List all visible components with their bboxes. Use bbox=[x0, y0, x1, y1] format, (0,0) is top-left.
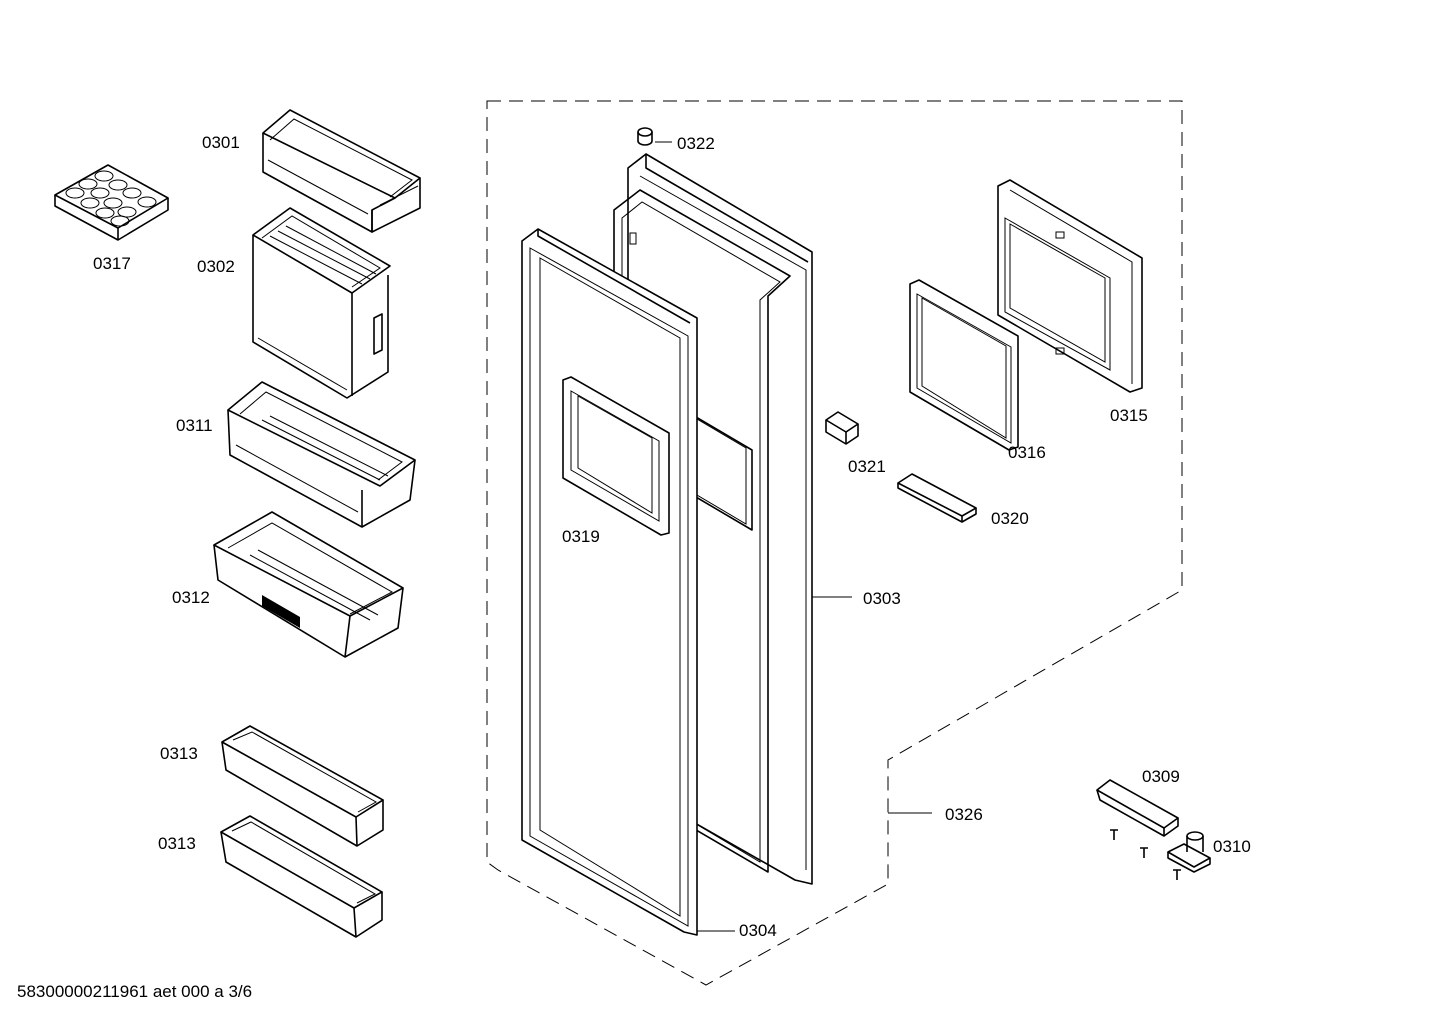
part-label-0312: 0312 bbox=[172, 588, 210, 607]
door-bin-lower-part bbox=[220, 815, 383, 938]
hinge-pin-part bbox=[1167, 831, 1211, 873]
door-bin-upper-part bbox=[221, 725, 384, 847]
part-label-0321: 0321 bbox=[848, 457, 886, 476]
shelf-box-part bbox=[262, 109, 421, 233]
screws bbox=[1110, 829, 1181, 880]
part-label-0320: 0320 bbox=[991, 509, 1029, 528]
assembly-boundary bbox=[486, 100, 1183, 986]
door-gasket-part bbox=[521, 228, 698, 936]
part-label-0301: 0301 bbox=[202, 133, 240, 152]
part-label-0309: 0309 bbox=[1142, 767, 1180, 786]
dispenser-frame-part bbox=[562, 376, 670, 536]
glass-panel-part bbox=[909, 279, 1019, 451]
part-label-0326: 0326 bbox=[945, 805, 983, 824]
part-label-0313-lower: 0313 bbox=[158, 834, 196, 853]
balcony-shelf-upper-part bbox=[227, 381, 416, 528]
part-label-0322: 0322 bbox=[677, 134, 715, 153]
part-label-0310: 0310 bbox=[1213, 837, 1251, 856]
clip-part bbox=[825, 411, 859, 445]
cap-part bbox=[637, 127, 653, 146]
part-label-0304: 0304 bbox=[739, 921, 777, 940]
frame-part bbox=[997, 179, 1143, 393]
document-code: 58300000211961 aet 000 a 3/6 bbox=[17, 982, 253, 1001]
dairy-box-part bbox=[252, 207, 391, 399]
part-label-0317: 0317 bbox=[93, 254, 131, 273]
egg-tray-part bbox=[54, 164, 169, 241]
part-label-0316: 0316 bbox=[1008, 443, 1046, 462]
part-label-0302: 0302 bbox=[197, 257, 235, 276]
part-label-0311: 0311 bbox=[176, 416, 213, 435]
part-label-0319: 0319 bbox=[562, 527, 600, 546]
part-label-0313-upper: 0313 bbox=[160, 744, 198, 763]
hinge-part bbox=[1096, 779, 1179, 837]
part-label-0315: 0315 bbox=[1110, 406, 1148, 425]
leader-lines bbox=[655, 141, 932, 932]
part-label-0303: 0303 bbox=[863, 589, 901, 608]
balcony-shelf-lower-part bbox=[213, 511, 404, 658]
handle-cover-part bbox=[897, 473, 977, 523]
